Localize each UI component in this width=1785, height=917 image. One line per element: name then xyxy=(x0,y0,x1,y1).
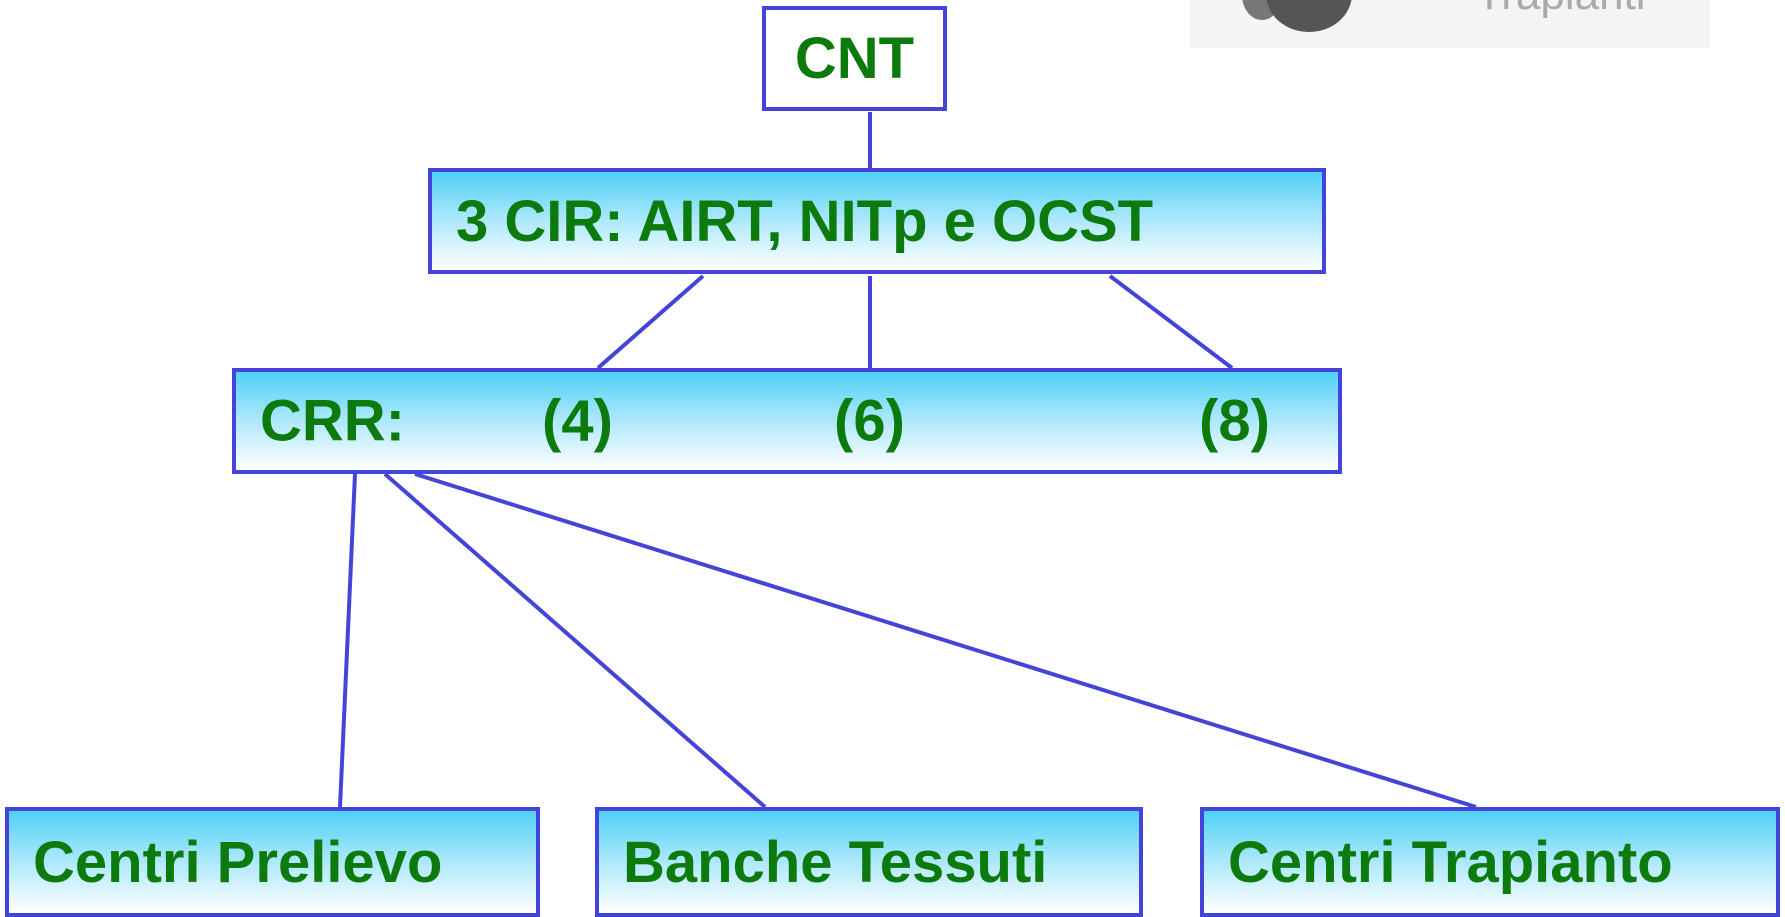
connector-cir-crr-left xyxy=(596,274,705,370)
node-cir-label: 3 CIR: AIRT, NITp e OCST xyxy=(456,188,1154,254)
logo: Trapianti xyxy=(1190,0,1710,48)
connector-cir-crr-right xyxy=(1108,274,1234,370)
connector-crr-leaf-3 xyxy=(414,472,1477,809)
node-banche-tessuti: Banche Tessuti xyxy=(595,807,1143,917)
connector-crr-leaf-1 xyxy=(338,473,357,808)
node-crr-value: (8) xyxy=(1199,388,1270,454)
node-leaf-label: Centri Prelievo xyxy=(33,829,443,895)
node-cir: 3 CIR: AIRT, NITp e OCST xyxy=(428,168,1326,274)
node-crr-label: CRR: xyxy=(260,388,405,454)
node-leaf-label: Centri Trapianto xyxy=(1228,829,1673,895)
logo-text: Trapianti xyxy=(1476,0,1646,20)
node-cnt: CNT xyxy=(762,6,947,111)
node-centri-prelievo: Centri Prelievo xyxy=(5,807,540,917)
node-leaf-label: Banche Tessuti xyxy=(623,829,1048,895)
node-crr-value: (4) xyxy=(542,388,613,454)
node-crr: CRR: (4) (6) (8) xyxy=(232,368,1342,474)
node-crr-value: (6) xyxy=(834,388,905,454)
node-cnt-label: CNT xyxy=(794,26,915,91)
node-centri-trapianto: Centri Trapianto xyxy=(1200,807,1780,917)
connector-crr-leaf-2 xyxy=(383,472,767,809)
